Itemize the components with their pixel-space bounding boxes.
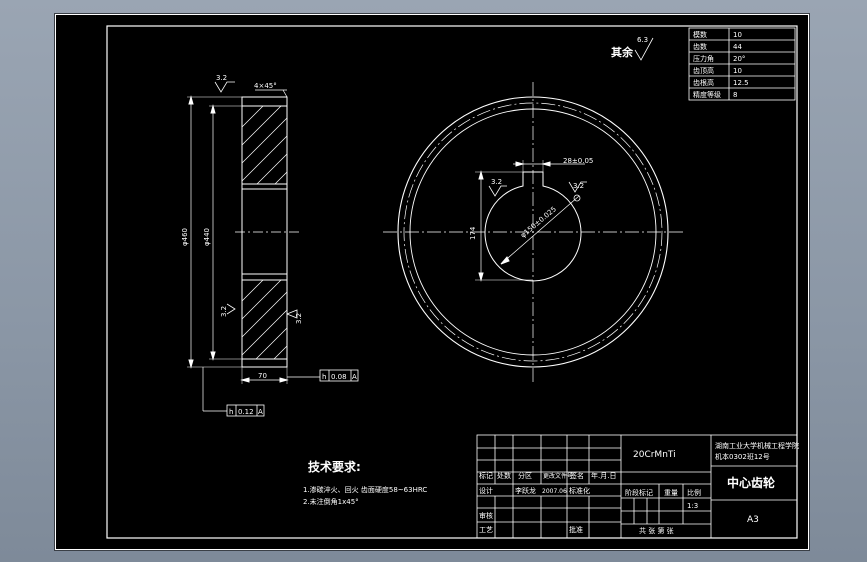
param-value: 20° — [733, 55, 745, 63]
roughness-label-left: 3.2 — [220, 306, 228, 317]
chamfer-label: 4×45° — [254, 82, 277, 90]
params-table-grid — [688, 27, 796, 101]
title-block-grid — [476, 434, 798, 539]
tb-count: 处数 — [497, 471, 511, 480]
tb-approve: 批准 — [569, 525, 583, 534]
tol2-ref: A — [258, 408, 263, 416]
tolerance-frame-1 — [319, 369, 359, 382]
dia-inner-label: φ440 — [203, 228, 211, 246]
param-label: 模数 — [693, 30, 707, 39]
param-label: 精度等级 — [693, 90, 721, 99]
key-depth-label: 174 — [469, 226, 477, 240]
roughness-default-value: 6.3 — [637, 36, 648, 44]
tolerance-frame-2 — [226, 404, 265, 417]
roughness-label-right: 3.2 — [295, 313, 303, 324]
drawing-svg: 3.2 4×45° φ460 φ440 3.2 3.2 70 h 0.08 A … — [55, 14, 809, 550]
drawing-sheet: 3.2 4×45° φ460 φ440 3.2 3.2 70 h 0.08 A … — [55, 14, 809, 550]
tb-scale-label: 比例 — [687, 488, 701, 497]
tol1-value: 0.08 — [331, 373, 347, 381]
tech-line-2: 2.未注倒角1x45° — [303, 497, 359, 506]
title-block: 标记 处数 分区 更改文件号 签名 年.月.日 设计 李跃龙 2007.06 标… — [479, 441, 799, 535]
face-width-label: 70 — [258, 372, 267, 380]
tol2-symbol: h — [229, 408, 233, 416]
tb-part-name: 中心齿轮 — [727, 475, 776, 490]
tb-doc: 更改文件号 — [543, 472, 573, 480]
dia-outer-label: φ460 — [181, 228, 189, 246]
outer-frame — [55, 14, 809, 550]
tol1-ref: A — [352, 373, 357, 381]
param-label: 齿数 — [693, 42, 707, 51]
key-width-label: 28±0.05 — [563, 157, 593, 165]
tb-scale: 1:3 — [687, 502, 698, 510]
tb-stage: 阶段标记 — [625, 488, 653, 497]
param-label: 压力角 — [693, 54, 714, 63]
tol1-symbol: h — [322, 373, 326, 381]
front-view — [383, 37, 683, 382]
roughness-bore-label: 3.2 — [491, 178, 502, 186]
param-value: 44 — [733, 43, 742, 51]
tb-sign: 签名 — [570, 471, 584, 480]
param-label: 齿根高 — [693, 78, 714, 87]
param-value: 8 — [733, 91, 737, 99]
side-section-view — [187, 81, 320, 412]
params-table: 模数 10 齿数 44 压力角 20° 齿顶高 10 齿根高 12.5 精度等级… — [693, 30, 749, 99]
tech-title: 技术要求: — [308, 459, 361, 474]
bore-dia-label: φ150±0.025 — [519, 205, 558, 239]
tb-review: 审核 — [479, 511, 493, 520]
tb-material: 20CrMnTi — [633, 450, 676, 460]
tb-design: 设计 — [479, 486, 493, 495]
tb-zone: 分区 — [518, 471, 532, 480]
tb-weight: 重量 — [664, 489, 678, 497]
tb-design-date: 2007.06 — [542, 488, 567, 495]
inner-frame — [106, 25, 798, 539]
tb-designer: 李跃龙 — [515, 486, 536, 495]
param-value: 10 — [733, 31, 742, 39]
param-label: 齿顶高 — [693, 66, 714, 75]
tol2-value: 0.12 — [238, 408, 254, 416]
tb-school-1: 湖南工业大学机械工程学院 — [715, 441, 799, 450]
tb-process: 工艺 — [479, 526, 493, 534]
tb-std: 标准化 — [569, 486, 590, 495]
roughness-note: 其余 — [611, 45, 634, 59]
tb-mark: 标记 — [479, 471, 493, 480]
roughness-key-label: 3.2 — [573, 182, 584, 190]
tb-size: A3 — [747, 515, 759, 525]
param-value: 12.5 — [733, 79, 749, 87]
roughness-label-top: 3.2 — [216, 74, 227, 82]
tb-school-2: 机本0302班12号 — [715, 452, 770, 461]
tb-sheets: 共 张 第 张 — [639, 526, 674, 535]
tb-date: 年.月.日 — [591, 471, 616, 480]
param-value: 10 — [733, 67, 742, 75]
tech-line-1: 1.渗碳淬火、回火 齿面硬度58~63HRC — [303, 485, 427, 494]
